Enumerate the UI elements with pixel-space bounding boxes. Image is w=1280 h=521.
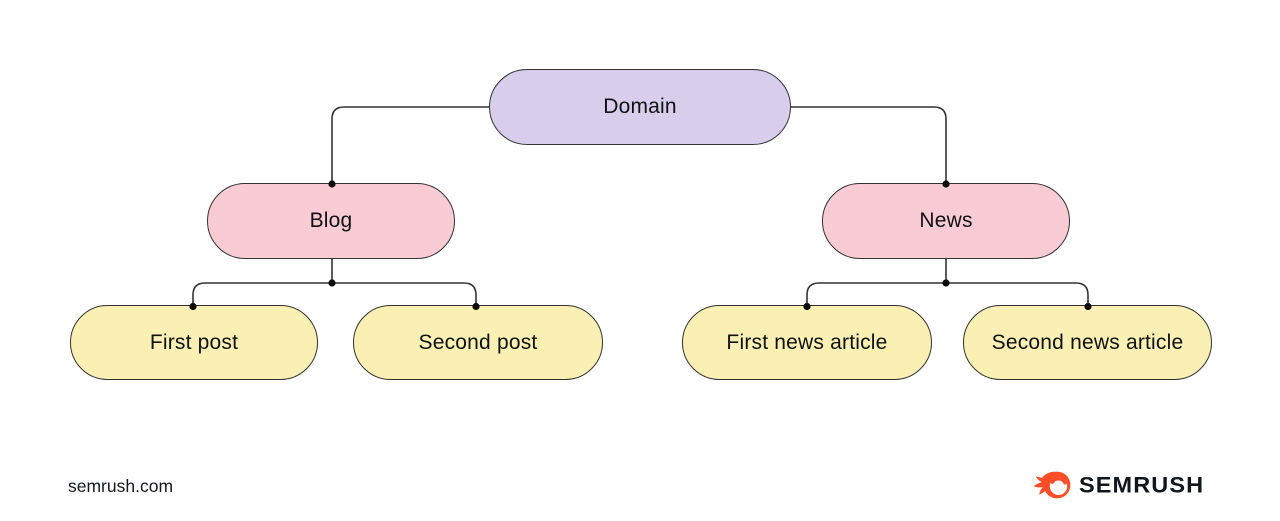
- node-first-news-article: First news article: [682, 305, 932, 380]
- node-domain: Domain: [489, 69, 791, 145]
- node-news: News: [822, 183, 1070, 259]
- node-second-news-article: Second news article: [963, 305, 1212, 380]
- node-blog-label: Blog: [309, 209, 353, 232]
- node-blog: Blog: [207, 183, 455, 259]
- node-first-post: First post: [70, 305, 318, 380]
- node-second-post: Second post: [353, 305, 603, 380]
- node-first-post-label: First post: [149, 330, 239, 354]
- node-domain-label: Domain: [603, 95, 677, 118]
- node-news-label: News: [919, 209, 973, 232]
- semrush-comet-icon: [1033, 471, 1071, 499]
- semrush-logo: SEMRUSH: [1033, 468, 1204, 502]
- node-first-news-article-label: First news article: [726, 330, 888, 354]
- node-second-news-article-label: Second news article: [991, 330, 1184, 354]
- source-site-label: semrush.com: [68, 476, 174, 496]
- node-second-post-label: Second post: [418, 330, 538, 354]
- semrush-wordmark: SEMRUSH: [1079, 472, 1205, 497]
